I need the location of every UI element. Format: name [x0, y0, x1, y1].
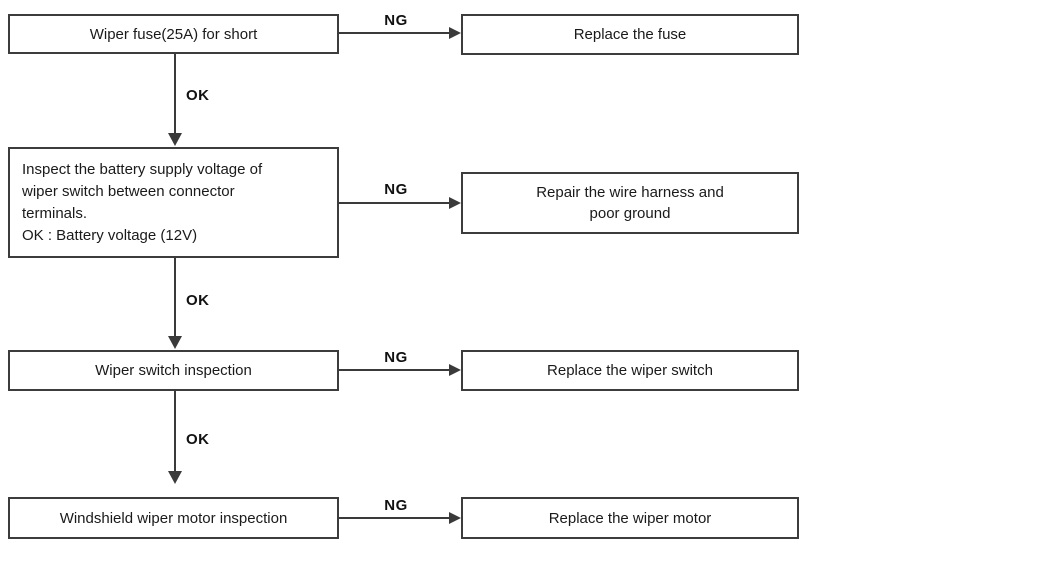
ng-arrowhead-icon-4: [449, 512, 461, 524]
ok-arrowhead-icon-2: [168, 336, 182, 349]
flow-result-replace-fuse: Replace the fuse: [461, 14, 799, 55]
flow-result-repair-harness-label: Repair the wire harness and poor ground: [536, 184, 724, 222]
flow-result-replace-motor-label: Replace the wiper motor: [548, 509, 712, 527]
ng-arrowhead-icon-1: [449, 27, 461, 39]
ok-arrowhead-icon-3: [168, 471, 182, 484]
ng-label-4: NG: [384, 497, 408, 514]
ng-connector-line-1: [339, 32, 451, 34]
flow-step-wiper-switch: Wiper switch inspection: [8, 350, 339, 391]
ok-connector-line-2: [174, 258, 176, 338]
ok-label-3: OK: [186, 431, 210, 448]
ng-label-3: NG: [384, 349, 408, 366]
flow-step-wiper-motor-label: Windshield wiper motor inspection: [59, 509, 288, 527]
ok-connector-line-1: [174, 54, 176, 135]
ok-connector-line-3: [174, 391, 176, 473]
flow-step-wiper-fuse-label: Wiper fuse(25A) for short: [89, 25, 258, 43]
ok-label-1: OK: [186, 87, 210, 104]
flow-step-battery-voltage-label: Inspect the battery supply voltage of wi…: [22, 160, 263, 244]
flow-result-replace-motor: Replace the wiper motor: [461, 497, 799, 539]
flow-result-replace-switch: Replace the wiper switch: [461, 350, 799, 391]
flow-step-battery-voltage: Inspect the battery supply voltage of wi…: [8, 147, 339, 258]
ng-connector-line-4: [339, 517, 451, 519]
flow-step-wiper-fuse: Wiper fuse(25A) for short: [8, 14, 339, 54]
flow-result-replace-fuse-label: Replace the fuse: [573, 26, 687, 43]
ng-arrowhead-icon-3: [449, 364, 461, 376]
ng-label-1: NG: [384, 12, 408, 29]
ng-label-2: NG: [384, 181, 408, 198]
ng-arrowhead-icon-2: [449, 197, 461, 209]
flow-result-replace-switch-label: Replace the wiper switch: [547, 362, 713, 379]
ng-connector-line-3: [339, 369, 451, 371]
flow-step-wiper-switch-label: Wiper switch inspection: [95, 362, 252, 379]
flow-result-repair-harness: Repair the wire harness and poor ground: [461, 172, 799, 234]
ng-connector-line-2: [339, 202, 451, 204]
ok-arrowhead-icon-1: [168, 133, 182, 146]
flow-step-wiper-motor: Windshield wiper motor inspection: [8, 497, 339, 539]
ok-label-2: OK: [186, 292, 210, 309]
